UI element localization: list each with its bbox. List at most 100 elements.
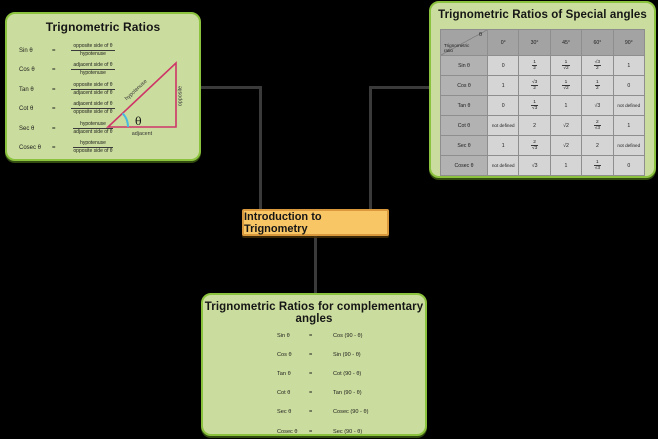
fraction-denominator: 2 <box>533 66 536 71</box>
value-cell: 2√3 <box>582 116 613 135</box>
corner-theta-label: θ <box>478 32 482 38</box>
value-cell: 0 <box>488 56 519 75</box>
comp-right-ratio: Cos (90 - θ) <box>333 332 363 339</box>
value-text: not defined <box>491 163 515 168</box>
fraction-numerator: 1 <box>595 79 600 86</box>
value-cell: 0 <box>613 156 644 175</box>
angle-arc <box>121 112 130 128</box>
value-cell: 1 <box>613 116 644 135</box>
ratio-label-cell: Cosec θ <box>441 156 487 175</box>
fraction-numerator: 1 <box>530 100 539 106</box>
connector-left-horizontal <box>200 86 261 89</box>
value-text: √2 <box>563 122 569 129</box>
equals-sign: = <box>309 332 313 339</box>
adjacent-label: adjacent <box>132 131 153 137</box>
fraction: 2√3 <box>593 120 602 131</box>
angle-header-cell: 90° <box>613 30 644 55</box>
value-text: 1 <box>564 102 568 109</box>
fraction-denominator: hypotenuse <box>80 50 106 57</box>
fraction-denominator: hypotenuse <box>80 70 106 77</box>
value-text: 0 <box>501 102 505 109</box>
equals-sign: = <box>309 390 313 397</box>
fraction-numerator: hypotenuse <box>73 121 113 129</box>
node-trignometric-ratios[interactable]: Trignometric Ratios Sin θ=opposite side … <box>5 12 201 161</box>
node-complementary-angles[interactable]: Trignometric Ratios for complementary an… <box>201 293 427 436</box>
comp-right-ratio: Cosec (90 - θ) <box>333 409 369 416</box>
ratio-name: Cosec θ <box>19 145 42 152</box>
value-text: not defined <box>491 123 515 128</box>
comp-right-ratio: Tan (90 - θ) <box>333 390 362 397</box>
value-text: 1 <box>501 82 505 89</box>
angle-header-cell: 0° <box>488 30 519 55</box>
fraction-numerator: adjacent side of θ <box>71 101 115 110</box>
comp-left-ratio: Cosec θ <box>277 428 298 435</box>
connector-right-horizontal <box>369 86 430 89</box>
value-cell: not defined <box>613 136 644 155</box>
value-text: 1 <box>627 62 631 69</box>
value-cell: 2 <box>582 136 613 155</box>
value-text: 2 <box>533 122 537 129</box>
value-cell: 2 <box>519 116 550 135</box>
ratio-label-cell: Cot θ <box>441 116 487 135</box>
fraction: 1√3 <box>530 100 539 111</box>
trig-ratios-title: Trignometric Ratios <box>45 20 161 34</box>
value-cell: 1√2 <box>550 76 582 95</box>
fraction: 1√2 <box>562 80 570 91</box>
corner-ratio-label: Trignometric ratio <box>444 42 470 53</box>
value-text: 1 <box>564 162 568 169</box>
fraction-denominator: adjacent side of θ <box>73 89 113 96</box>
value-text: √3 <box>531 162 538 169</box>
complementary-row: Cot θ = Tan (90 - θ) <box>203 384 425 403</box>
equals-sign: = <box>309 351 313 358</box>
ratio-label-cell: Sin θ <box>441 56 487 75</box>
value-cell: √2 <box>550 136 582 155</box>
value-cell: not defined <box>488 116 519 135</box>
value-text: not defined <box>617 143 641 148</box>
ratio-label-cell: Sec θ <box>441 136 487 155</box>
equals-sign: = <box>52 47 56 54</box>
fraction-numerator: 1 <box>562 80 570 86</box>
fraction-denominator: √3 <box>531 106 538 111</box>
fraction-numerator: opposite side of θ <box>71 82 115 90</box>
hypotenuse-label: hypotenuse <box>124 79 148 102</box>
equals-sign: = <box>52 106 56 113</box>
fraction-numerator: 2 <box>530 140 539 146</box>
angle-header-cell: 60° <box>582 30 613 55</box>
value-cell: √3 <box>582 96 613 115</box>
fraction-denominator: adjacent side of θ <box>73 128 113 135</box>
complementary-row: Sin θ = Cos (90 - θ) <box>203 326 425 345</box>
comp-left-ratio: Cos θ <box>277 351 292 358</box>
node-introduction-to-trignometry[interactable]: Introduction to Trignometry <box>242 209 389 236</box>
ratio-name: Sec θ <box>19 125 35 132</box>
comp-left-ratio: Sin θ <box>277 332 290 339</box>
fraction-numerator: adjacent side of θ <box>71 62 115 71</box>
value-cell: not defined <box>613 96 644 115</box>
ratio-name: Cot θ <box>19 106 34 113</box>
complementary-title: Trignometric Ratios for complementary an… <box>204 301 424 325</box>
value-cell: 1 <box>550 96 582 115</box>
fraction-numerator: 1 <box>562 60 570 66</box>
fraction-numerator: √3 <box>593 59 602 66</box>
value-cell: not defined <box>488 156 519 175</box>
fraction-denominator: opposite side of θ <box>73 109 113 116</box>
fraction-denominator: √3 <box>594 166 601 171</box>
comp-left-ratio: Cot θ <box>277 390 291 397</box>
triangle-shape <box>105 61 177 128</box>
